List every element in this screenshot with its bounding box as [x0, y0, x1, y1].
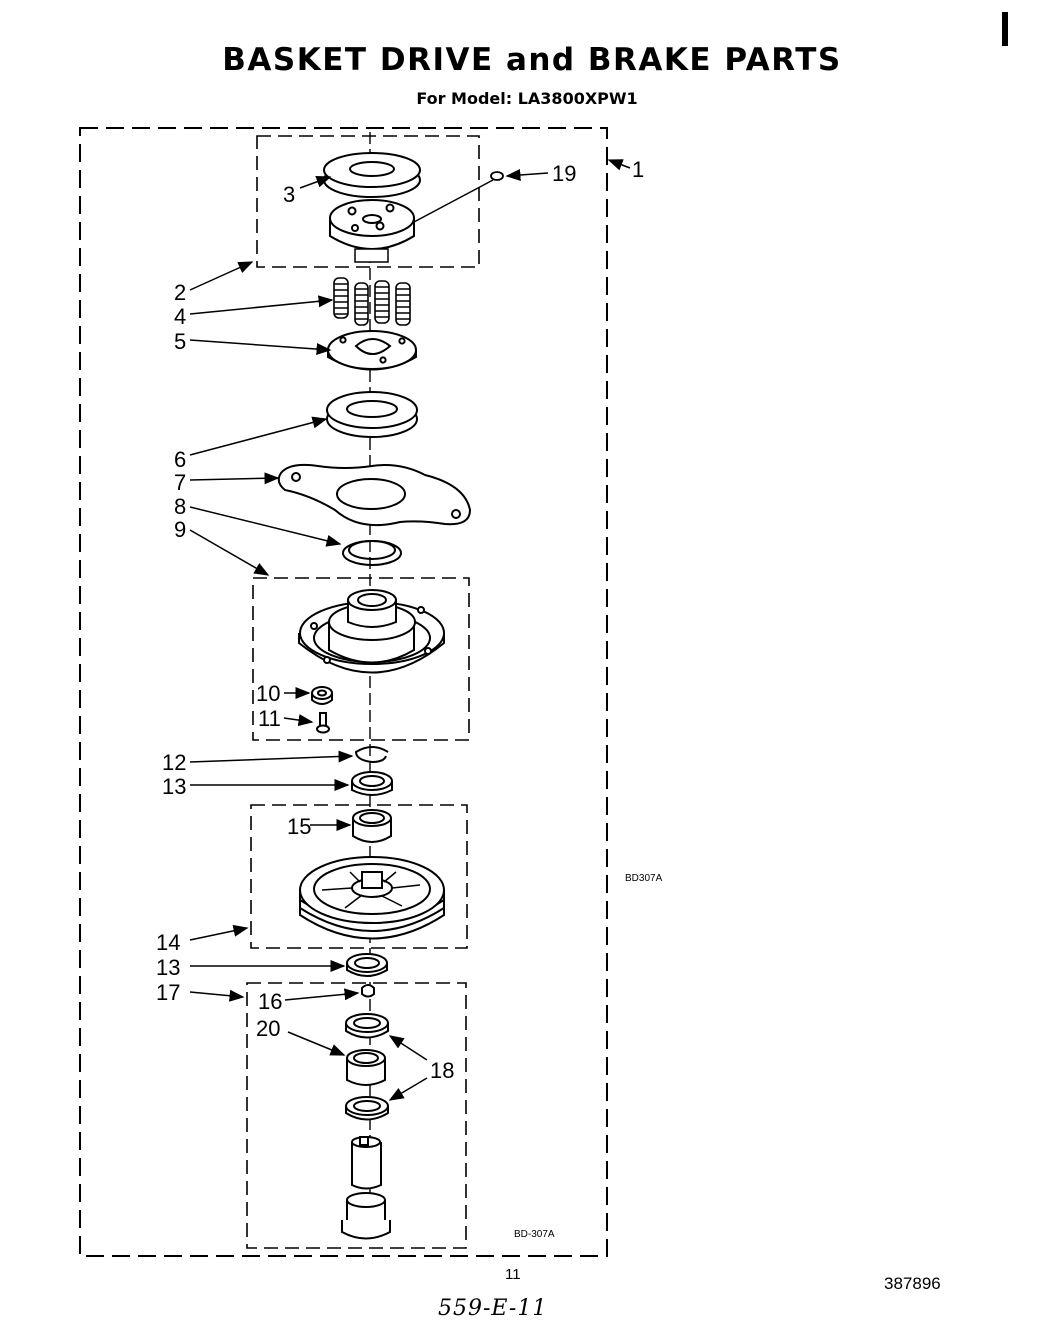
part-9-snap-ring — [342, 540, 402, 566]
page-number: 11 — [505, 1266, 521, 1283]
part-20-bushing — [346, 1049, 386, 1086]
document-number: 387896 — [884, 1274, 941, 1293]
part-6-washer — [326, 391, 418, 438]
subassembly-box-top — [256, 135, 480, 268]
subassembly-box-brake-hub — [252, 577, 470, 741]
subassembly-box-shaft — [246, 982, 467, 1249]
part-3-washer — [323, 152, 421, 198]
callout-2: 2 — [174, 280, 186, 305]
assembly-boundary — [79, 127, 608, 1257]
drive-shaft-lower — [341, 1192, 391, 1240]
callout-8: 8 — [174, 494, 186, 519]
handwritten-note: 559-E-11 — [438, 1296, 548, 1321]
part-19-screw — [490, 171, 504, 181]
callout-5: 5 — [174, 329, 186, 354]
callout-20: 20 — [256, 1016, 280, 1041]
part-7-brake-bracket — [277, 463, 472, 527]
part-16-cap — [361, 984, 375, 998]
callout-17: 17 — [156, 980, 180, 1005]
callout-18: 18 — [430, 1058, 454, 1083]
reference-code-bottom: BD-307A — [514, 1229, 555, 1240]
corner-registration-mark — [1002, 12, 1008, 46]
part-2-cam-driver — [329, 199, 415, 263]
part-14-pulley — [299, 856, 445, 940]
callout-4: 4 — [174, 304, 186, 329]
part-18-lower-ring — [345, 1096, 389, 1121]
part-5-spring-plate — [327, 330, 417, 371]
part-13-upper-ring — [351, 771, 393, 796]
callout-3: 3 — [283, 182, 295, 207]
callout-10: 10 — [256, 681, 280, 706]
callout-12: 12 — [162, 750, 186, 775]
drive-shaft-upper — [351, 1136, 382, 1190]
callout-6: 6 — [174, 447, 186, 472]
callout-labels: 1 2 3 4 5 6 7 8 9 10 11 12 13 15 14 13 1… — [156, 157, 644, 1083]
callout-1: 1 — [632, 157, 644, 182]
callout-15: 15 — [287, 814, 311, 839]
model-subtitle: For Model: LA3800XPW1 — [416, 89, 638, 108]
part-11-bolt — [316, 712, 330, 734]
callout-14: 14 — [156, 930, 180, 955]
part-13-lower-ring — [346, 953, 388, 977]
brake-hub-assembly — [298, 589, 445, 674]
part-15-bushing — [352, 809, 392, 843]
callout-13-upper: 13 — [162, 774, 186, 799]
part-10-nut — [311, 686, 333, 705]
callout-11: 11 — [258, 706, 281, 731]
part-12-retaining-ring — [354, 746, 389, 764]
part-18-upper-ring — [345, 1013, 389, 1039]
part-4-springs — [333, 277, 411, 326]
callout-19: 19 — [552, 161, 576, 186]
callout-9: 9 — [174, 517, 186, 542]
subassembly-box-pulley — [250, 804, 468, 949]
callout-7: 7 — [174, 470, 186, 495]
page-title: BASKET DRIVE and BRAKE PARTS — [222, 42, 842, 78]
reference-code-side: BD307A — [625, 873, 663, 884]
callout-16: 16 — [258, 989, 282, 1014]
leader-lines — [189, 159, 631, 1101]
callout-13-lower: 13 — [156, 955, 180, 980]
